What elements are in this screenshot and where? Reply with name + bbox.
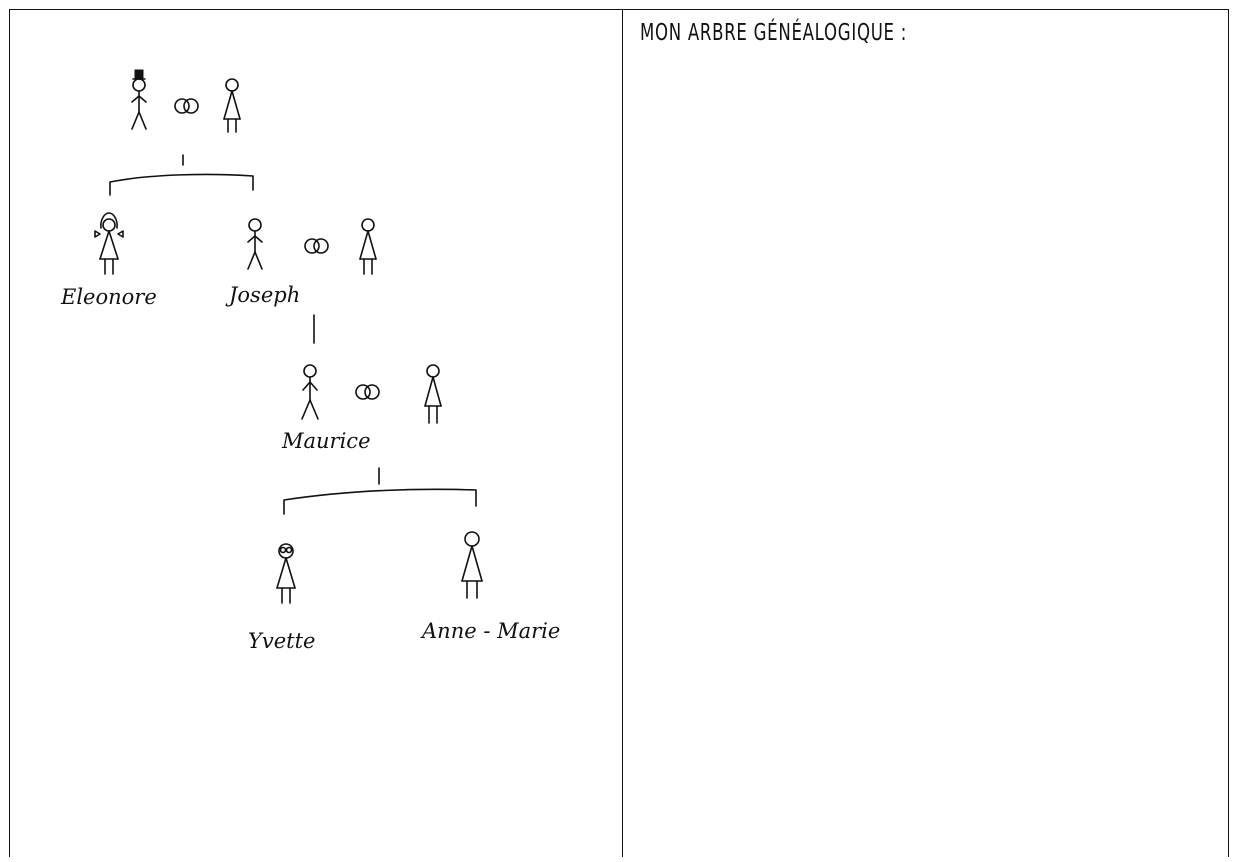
stick-figure-woman-icon [277,544,295,603]
family-tree-panel: Eleonore Joseph [10,10,622,857]
member-name-yvette: Yvette [248,629,315,653]
stick-figure-man-icon [248,219,262,269]
wedding-rings-icon [175,99,198,113]
stick-figure-woman-icon [95,213,123,274]
wedding-rings-icon [356,385,379,399]
center-divider [622,9,623,857]
stick-figure-man-icon [302,365,318,419]
tree-branch [110,155,253,195]
stick-figure-woman-icon [224,79,240,132]
stick-figure-woman-icon [462,532,482,598]
member-name-anne-marie: Anne - Marie [420,619,560,643]
tree-branch [284,468,476,514]
stick-figure-woman-icon [425,365,441,423]
student-answer-panel[interactable]: MON ARBRE GÉNÉALOGIQUE : [624,10,1236,857]
stick-figure-woman-icon [360,219,376,274]
worksheet-title: MON ARBRE GÉNÉALOGIQUE : [640,20,907,46]
member-name-maurice: Maurice [281,429,371,453]
member-name-joseph: Joseph [225,283,300,307]
member-name-eleonore: Eleonore [60,285,157,309]
stick-figure-man-icon [132,70,146,129]
wedding-rings-icon [305,239,328,253]
family-tree-drawing: Eleonore Joseph [10,10,622,857]
